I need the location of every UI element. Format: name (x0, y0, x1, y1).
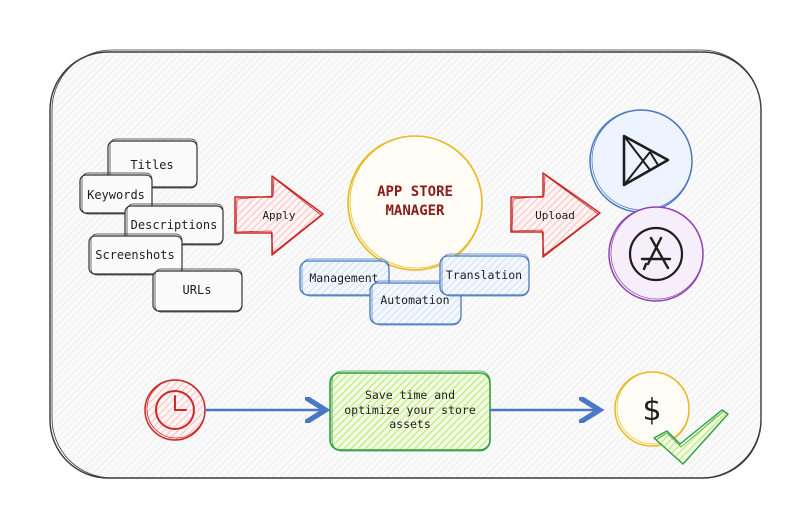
dollar-sign: $ (642, 393, 661, 428)
feature-translation-label: Translation (446, 268, 522, 282)
checkmark-icon (653, 409, 729, 465)
asset-keywords-label: Keywords (87, 188, 145, 202)
feature-management: Management (299, 258, 390, 297)
upload-arrow: Upload (510, 172, 601, 258)
manager-title-line2: MANAGER (385, 203, 445, 219)
clock-node (144, 379, 206, 441)
asset-urls: URLs (152, 268, 243, 313)
upload-arrow-label: Upload (535, 209, 575, 222)
apply-arrow: Apply (234, 175, 324, 256)
asset-descriptions: Descriptions (124, 203, 224, 246)
clock-icon (155, 390, 195, 430)
feature-translation: Translation (439, 253, 530, 297)
asset-screenshots: Screenshots (88, 233, 183, 276)
asset-screenshots-label: Screenshots (95, 248, 174, 262)
asset-keywords: Keywords (79, 172, 153, 215)
asset-urls-label: URLs (183, 283, 212, 297)
apply-arrow-label: Apply (262, 209, 295, 222)
manager-title-line1: APP STORE (377, 184, 453, 200)
outcome-line3: assets (389, 417, 431, 431)
google-play-icon (622, 134, 670, 187)
feature-automation-label: Automation (380, 293, 449, 307)
outcome-line2: optimize your store (344, 403, 476, 417)
feature-automation: Automation (369, 280, 462, 326)
google-play-store-node (589, 109, 693, 213)
asset-titles-label: Titles (130, 158, 173, 172)
feature-management-label: Management (309, 271, 378, 285)
outcome-line1: Save time and (365, 388, 455, 402)
app-store-icon (628, 226, 684, 282)
dollar-node: $ (614, 371, 690, 447)
outcome-box: Save time and optimize your store assets (329, 370, 491, 452)
asset-descriptions-label: Descriptions (131, 218, 218, 232)
app-store-manager-node: APP STORE MANAGER (347, 135, 483, 271)
apple-app-store-node (608, 206, 704, 302)
